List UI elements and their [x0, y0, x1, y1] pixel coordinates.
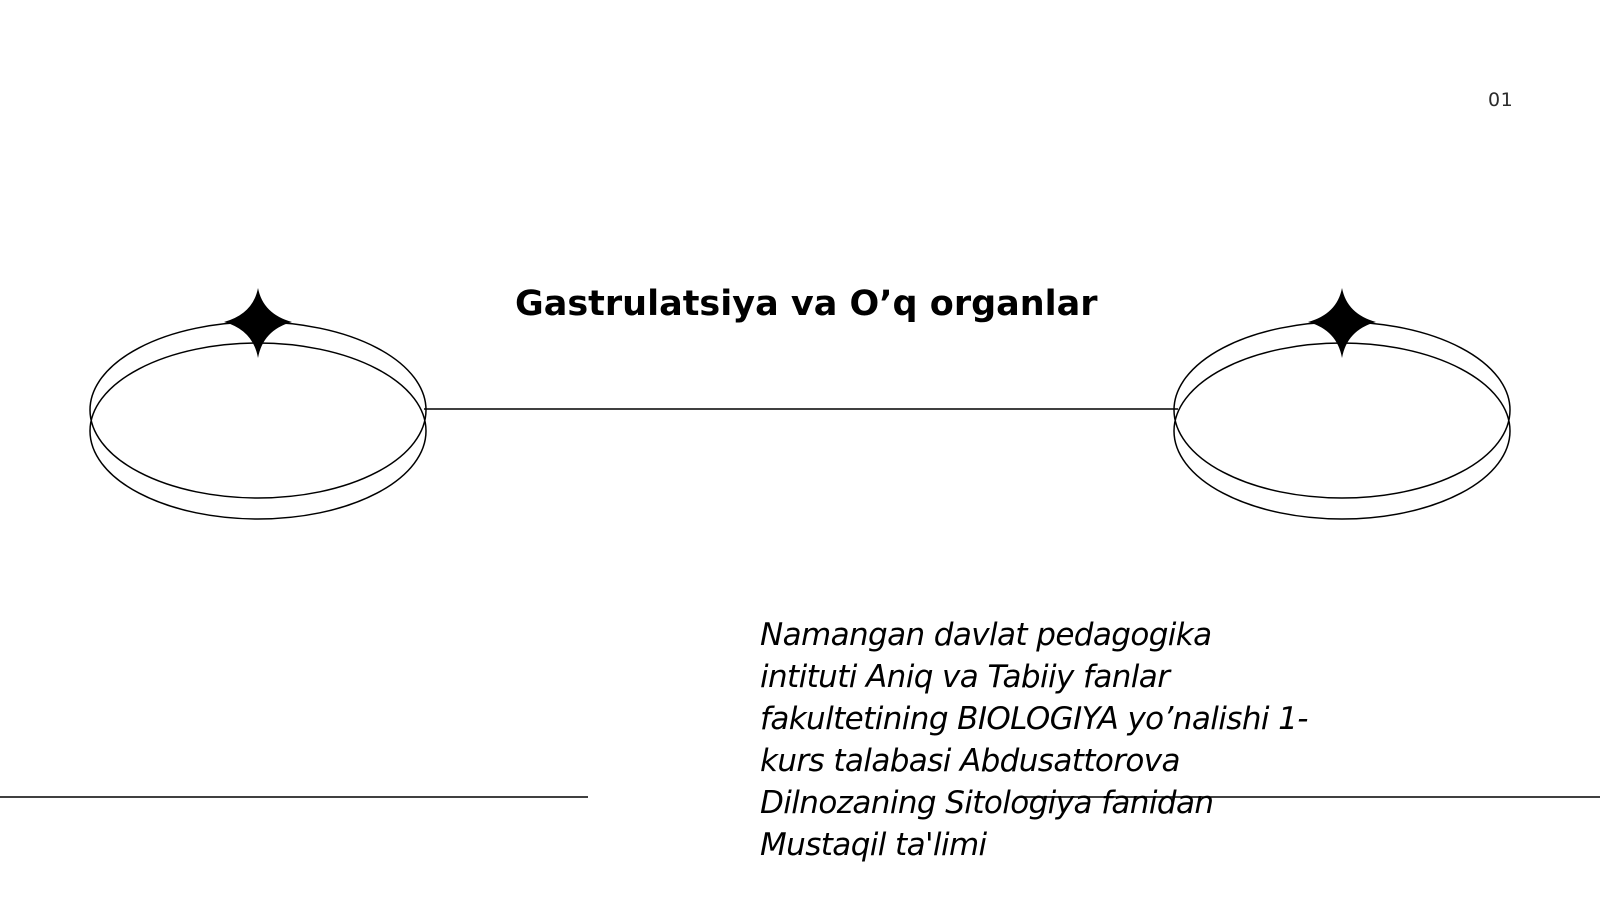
- slide-title: Gastrulatsiya va O’q organlar: [515, 284, 1098, 324]
- subtitle-line: Namangan davlat pedagogika: [760, 617, 1212, 653]
- subtitle-line: kurs talabasi Abdusattorova: [760, 743, 1180, 779]
- left-sparkle-icon: [224, 288, 292, 358]
- subtitle-line: intituti Aniq va Tabiiy fanlar: [760, 659, 1170, 695]
- right-sparkle-icon: [1308, 288, 1376, 358]
- page-number: 01: [1488, 89, 1514, 111]
- slide-subtitle: Namangan davlat pedagogika intituti Aniq…: [760, 614, 1360, 866]
- subtitle-line: fakultetining BIOLOGIYA yo’nalishi 1-: [760, 701, 1308, 737]
- subtitle-line: Dilnozaning Sitologiya fanidan: [760, 785, 1214, 821]
- subtitle-line: Mustaqil ta'limi: [760, 827, 987, 863]
